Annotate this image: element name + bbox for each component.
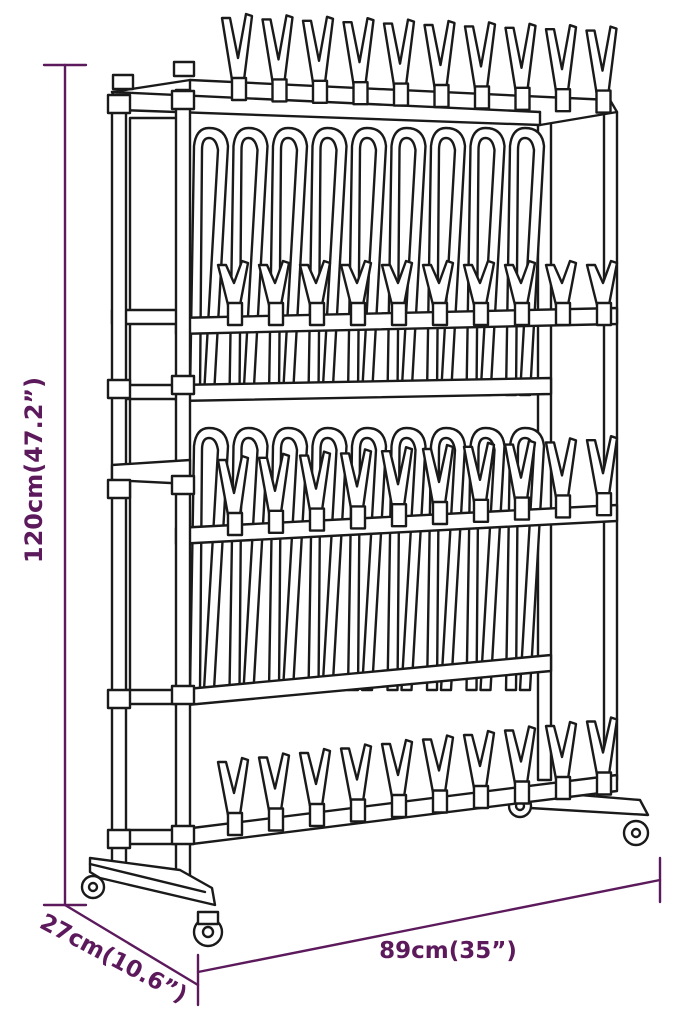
peg-socket [230, 76, 248, 102]
shoe-peg [423, 19, 456, 89]
peg-socket [390, 503, 408, 528]
peg-socket [271, 78, 288, 103]
peg-socket [349, 505, 367, 530]
front-base [80, 856, 224, 948]
peg-socket [267, 301, 285, 327]
shoe-peg [585, 25, 618, 94]
peg-socket [554, 87, 572, 113]
post-joints [106, 89, 196, 850]
peg-socket [514, 86, 531, 112]
top-peg-row [220, 12, 618, 114]
peg-socket [308, 301, 326, 327]
boot-hanger [465, 126, 506, 397]
shoe-peg [544, 24, 578, 93]
shoe-peg [504, 22, 537, 91]
post-joint [106, 378, 132, 400]
boot-hanger [188, 126, 230, 397]
peg-socket [226, 511, 244, 537]
peg-socket [472, 784, 490, 810]
peg-socket [513, 780, 531, 805]
middle-peg-row [216, 435, 619, 537]
boot-hanger [228, 126, 269, 397]
post-joint [106, 478, 132, 500]
shoe-peg [257, 752, 291, 812]
upper-peg-row [216, 259, 619, 327]
peg-socket [473, 85, 491, 110]
peg-socket [349, 798, 367, 823]
peg-socket [349, 301, 367, 327]
shoe-peg [503, 725, 537, 785]
width-dimension [196, 856, 662, 974]
peg-socket [431, 789, 449, 814]
depth-label: 27cm(10.6”) [35, 909, 191, 1008]
peg-socket [433, 83, 450, 109]
post-joint [170, 374, 196, 396]
peg-socket [554, 494, 572, 519]
shoe-peg [421, 734, 455, 794]
peg-socket [226, 811, 244, 837]
peg-socket [595, 89, 612, 114]
peg-socket [513, 496, 531, 521]
shoe-rack [80, 12, 650, 948]
shoe-peg [301, 15, 335, 84]
post-joint [170, 474, 196, 496]
peg-socket [472, 498, 490, 523]
shoe-peg [261, 14, 294, 83]
peg-socket [595, 301, 613, 327]
peg-socket [472, 301, 490, 327]
peg-socket [267, 509, 285, 534]
peg-socket [392, 82, 410, 107]
peg-socket [595, 771, 613, 796]
depth-dimension [63, 903, 200, 1007]
shoe-peg [298, 747, 332, 808]
peg-socket [308, 507, 326, 532]
side-panel [128, 116, 182, 700]
top-corner-cap [172, 60, 196, 78]
peg-socket [595, 492, 613, 517]
peg-socket [513, 301, 531, 327]
bottom-peg-row [216, 716, 619, 837]
shoe-peg [382, 18, 416, 87]
post-joint [170, 824, 196, 846]
peg-socket [554, 775, 572, 801]
post-joint [106, 93, 132, 115]
peg-socket [226, 301, 244, 327]
shoe-peg [380, 738, 414, 799]
peg-socket [390, 301, 408, 327]
height-dimension [42, 63, 88, 907]
shoe-peg [463, 21, 497, 90]
post-joint [106, 688, 132, 710]
post-joint [170, 89, 196, 111]
peg-socket [554, 301, 572, 327]
peg-socket [267, 807, 285, 832]
post-joint [106, 828, 132, 850]
peg-socket [431, 500, 449, 526]
shoe-peg [339, 743, 373, 803]
top-corner-cap [111, 73, 135, 91]
width-label: 89cm(35”) [379, 938, 517, 964]
peg-socket [311, 79, 329, 105]
peg-socket [352, 80, 369, 106]
shoe-peg [342, 17, 375, 86]
shoe-peg [462, 729, 496, 790]
peg-socket [390, 793, 408, 819]
peg-socket [431, 301, 449, 327]
height-label: 120cm(47.2”) [20, 377, 48, 563]
shoe-peg [220, 12, 254, 82]
post-joint [170, 684, 196, 706]
peg-socket [308, 802, 326, 828]
shoe-peg [216, 756, 250, 817]
